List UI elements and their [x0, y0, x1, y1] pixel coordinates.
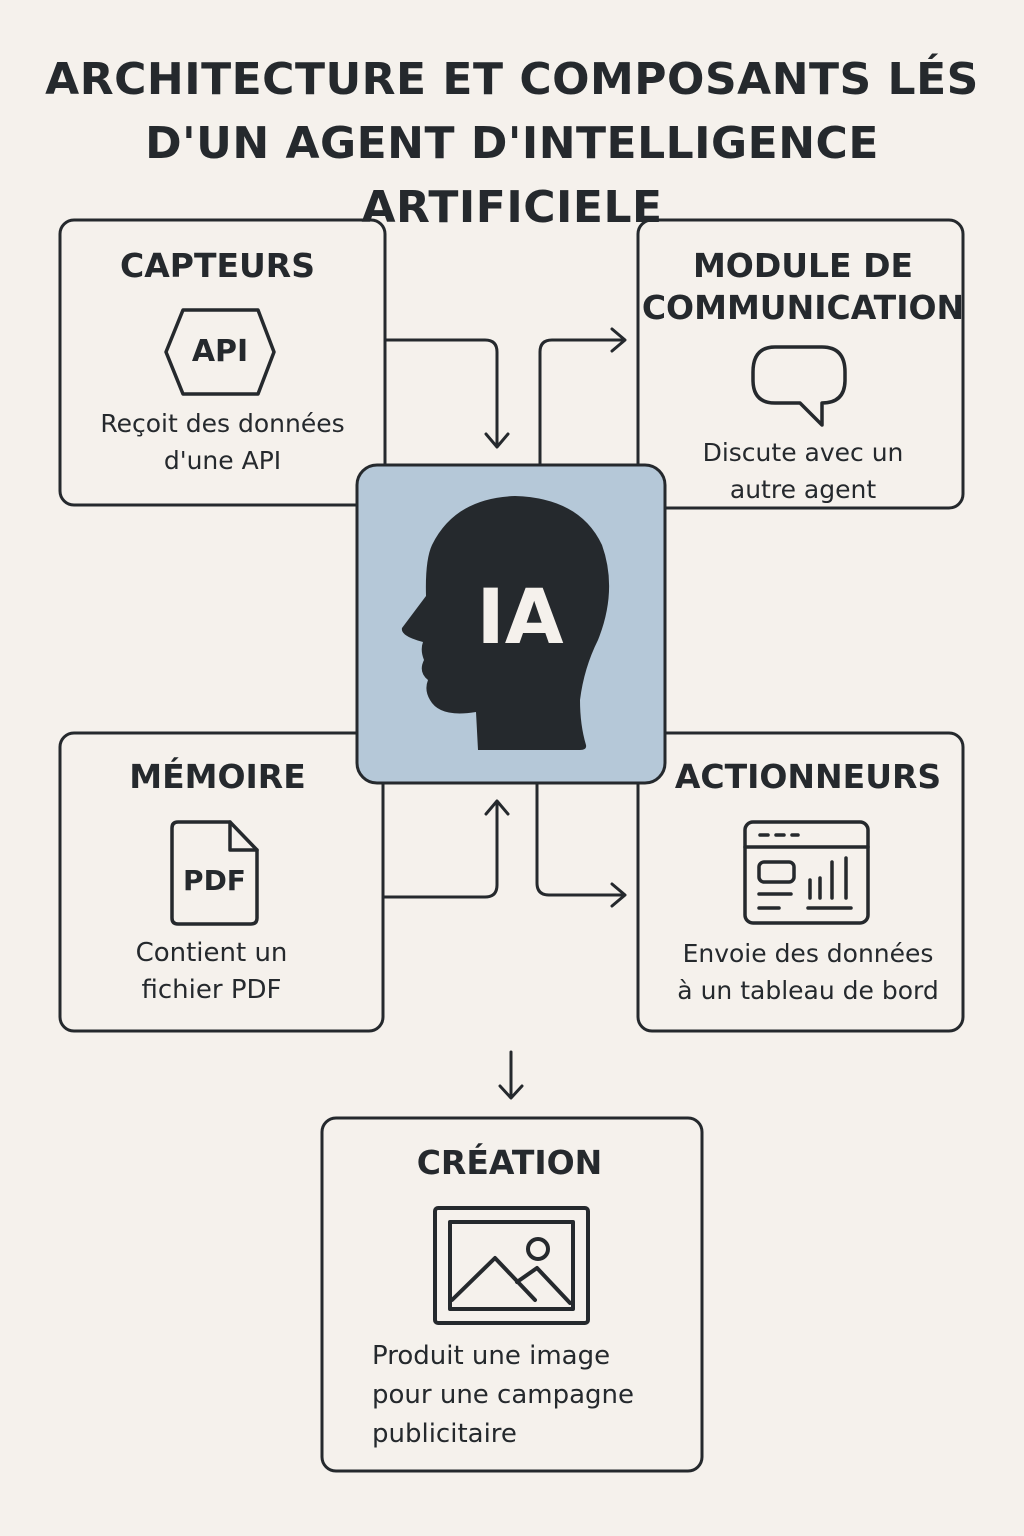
- capteurs-description: Reçoit des données d'une API: [60, 405, 385, 479]
- desc-line: Envoie des données: [682, 939, 934, 968]
- capteurs-box: [58, 218, 387, 507]
- memoire-title: MÉMOIRE: [129, 757, 306, 796]
- communication-box: [636, 218, 965, 510]
- desc-line: autre agent: [729, 475, 877, 504]
- title-line-1: ARCHITECTURE ET COMPOSANTS LÉS: [45, 54, 979, 105]
- page-title: ARCHITECTURE ET COMPOSANTS LÉS D'UN AGEN…: [0, 48, 1024, 240]
- title-line: MODULE DE: [692, 246, 914, 285]
- memoire-description: Contient un fichier PDF: [50, 935, 373, 1009]
- desc-line: à un tableau de bord: [677, 976, 939, 1005]
- actionneurs-box: [636, 731, 965, 1033]
- creation-title: CRÉATION: [416, 1143, 603, 1182]
- desc-line: Produit une image: [372, 1341, 611, 1371]
- arrow-down-to-creation: [498, 1050, 524, 1100]
- memoire-box: [58, 731, 385, 1033]
- desc-line: Contient un: [135, 938, 288, 968]
- creation-description: Produit une image pour une campagne publ…: [372, 1337, 692, 1454]
- desc-line: d'une API: [163, 446, 282, 475]
- desc-line: pour une campagne: [372, 1380, 635, 1410]
- dashboard-icon: [743, 820, 870, 925]
- arrow-ia-to-actionneurs: [535, 781, 627, 908]
- pdf-icon-label: PDF: [183, 864, 246, 897]
- api-icon-label: API: [191, 334, 249, 369]
- arrow-ia-to-communication: [538, 327, 627, 467]
- desc-line: fichier PDF: [141, 975, 282, 1005]
- desc-line: Reçoit des données: [100, 409, 345, 438]
- head-silhouette-icon: [401, 496, 610, 750]
- actionneurs-description: Envoie des données à un tableau de bord: [643, 935, 973, 1009]
- image-icon: [433, 1206, 590, 1325]
- api-icon: [164, 308, 276, 396]
- ia-label: IA: [476, 572, 564, 661]
- pdf-file-icon: [170, 820, 259, 926]
- actionneurs-title: ACTIONNEURS: [674, 757, 942, 796]
- communication-description: Discute avec un autre agent: [638, 434, 968, 508]
- desc-line: Discute avec un: [702, 438, 904, 467]
- arrow-capteurs-to-ia: [383, 338, 510, 449]
- arrow-memoire-to-ia: [381, 799, 510, 899]
- chat-bubble-icon: [751, 345, 847, 427]
- creation-box: [320, 1116, 704, 1473]
- title-line: COMMUNICATION: [641, 288, 965, 327]
- title-line-2: D'UN AGENT D'INTELLIGENCE ARTIFICIELE: [145, 118, 879, 233]
- capteurs-title: CAPTEURS: [120, 246, 315, 285]
- communication-title: MODULE DE COMMUNICATION: [638, 245, 968, 329]
- desc-line: publicitaire: [372, 1419, 517, 1449]
